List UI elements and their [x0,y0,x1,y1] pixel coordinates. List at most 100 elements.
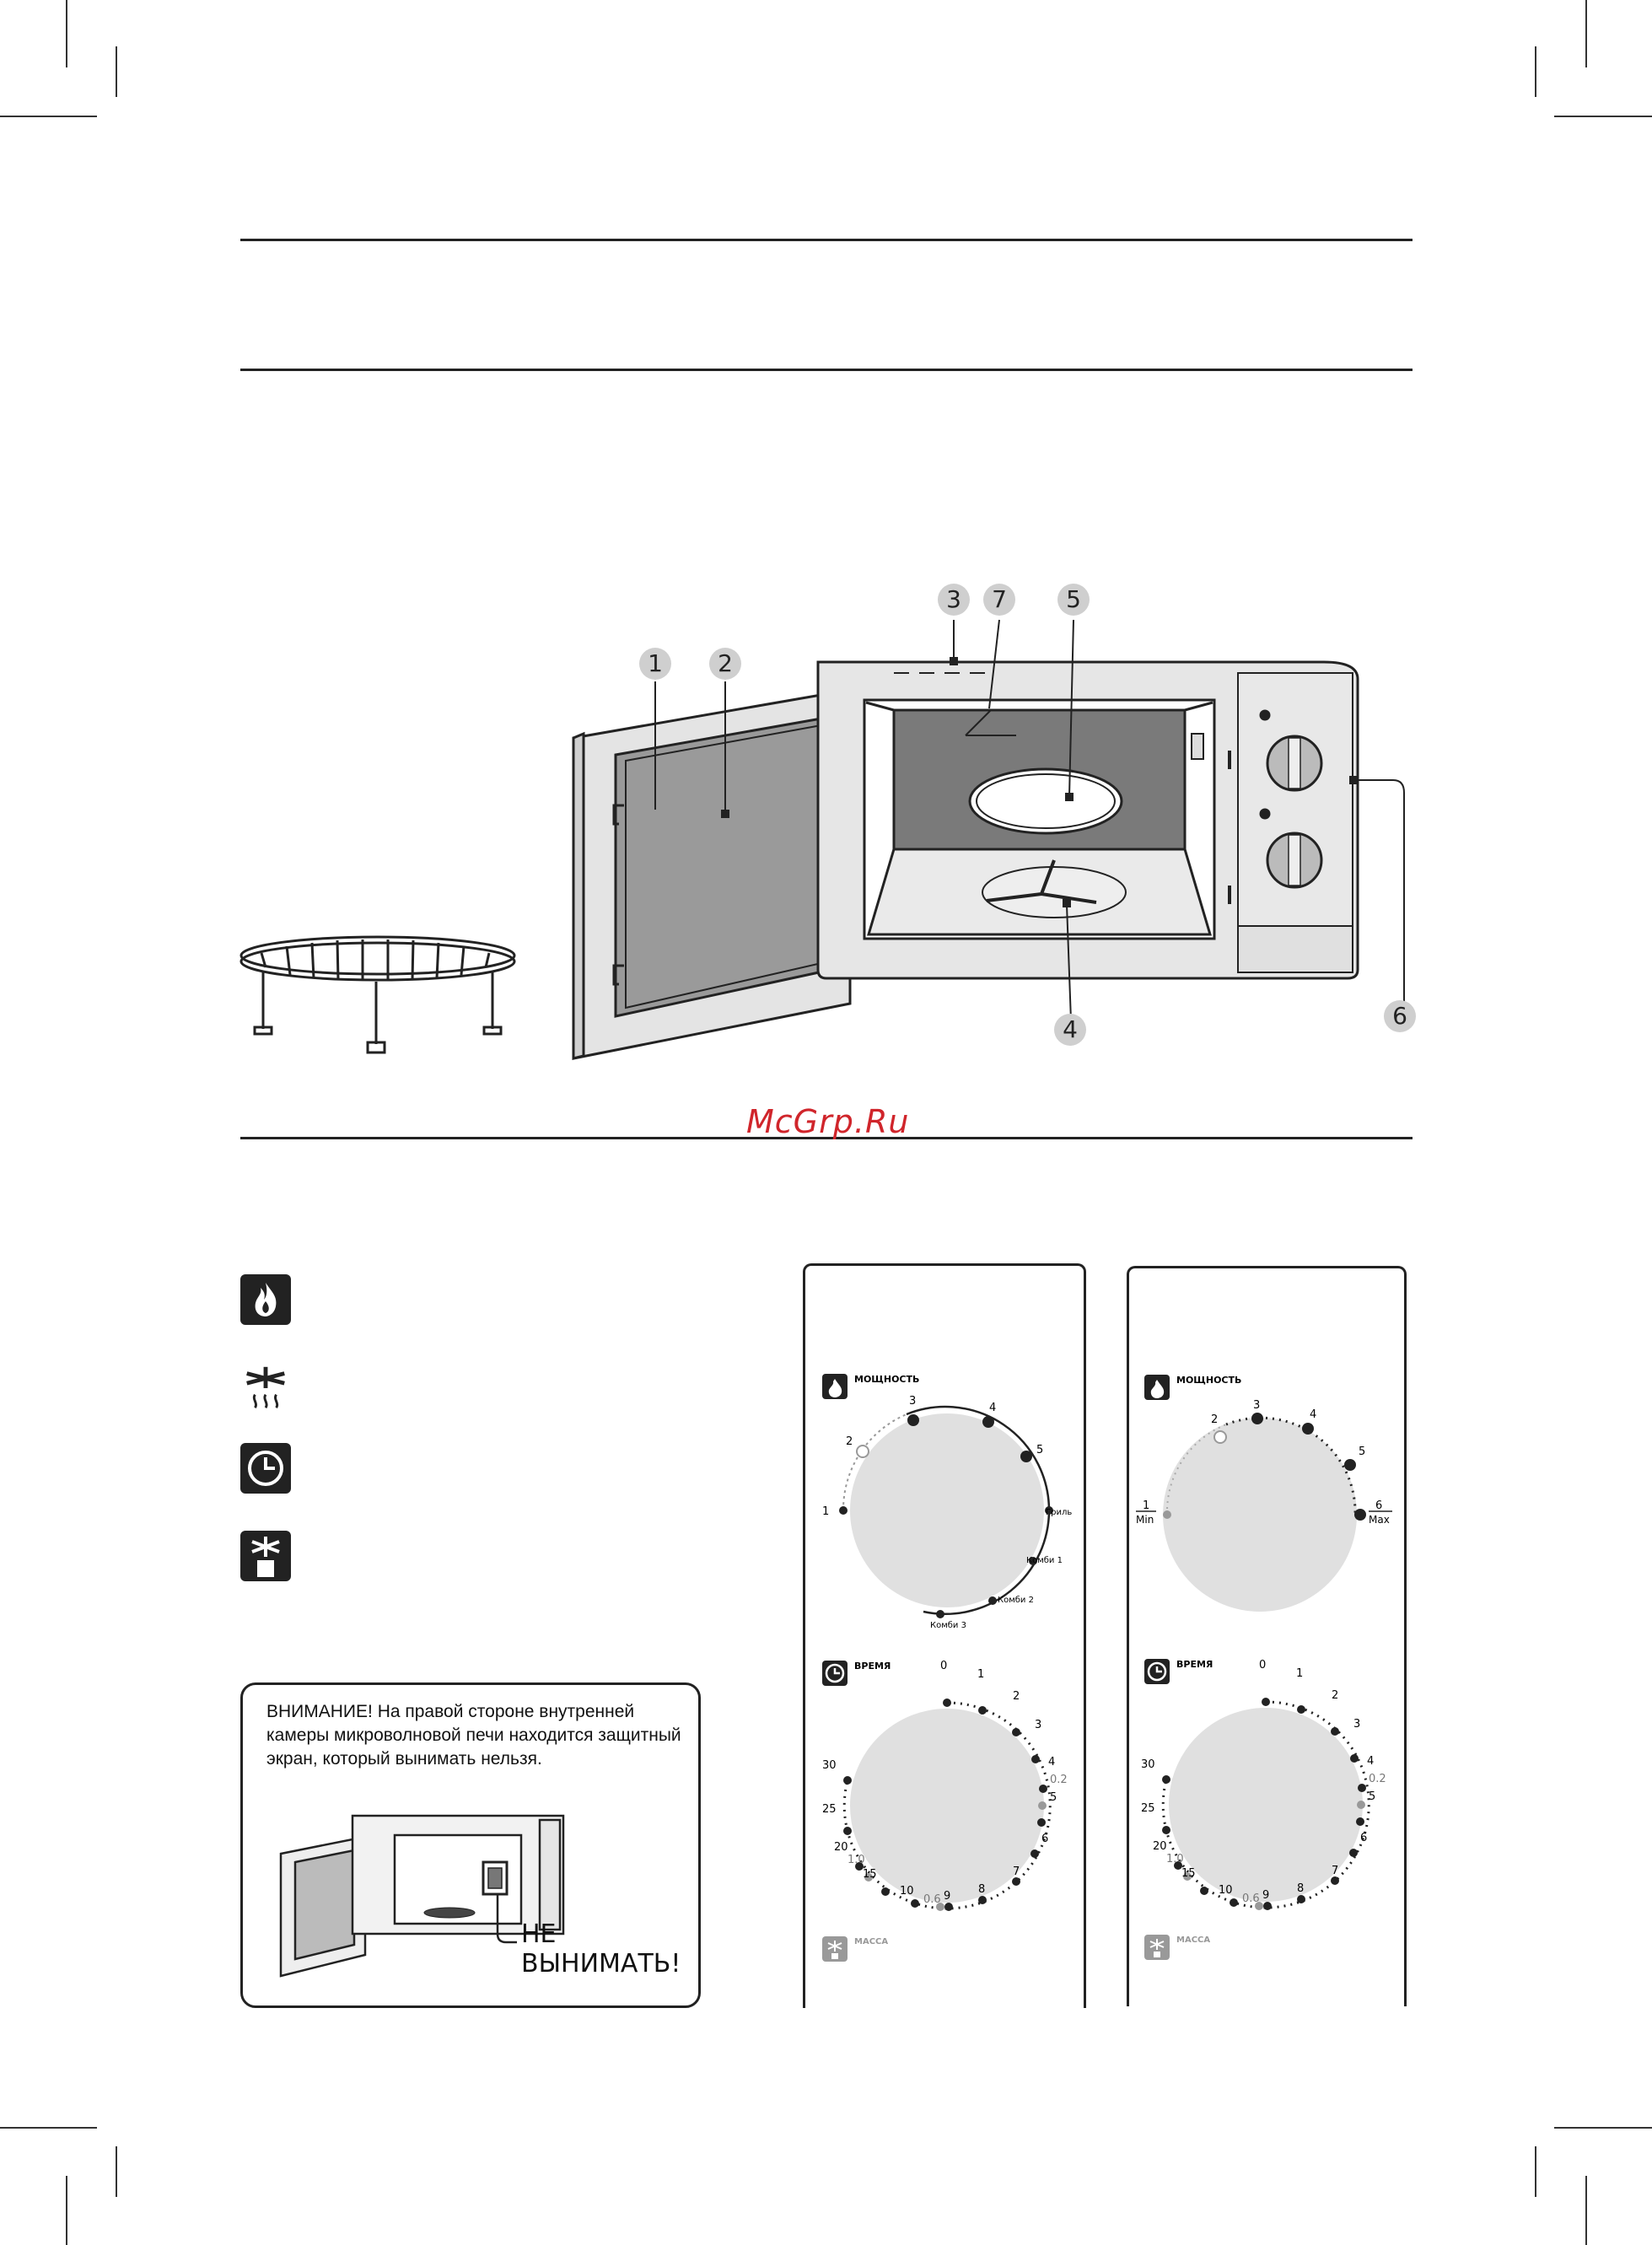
section-rule-top [240,239,1413,241]
watermark: McGrp.Ru [746,1103,910,1140]
power-label: 6 [1375,1499,1382,1512]
time-label: 1.0 [1166,1853,1184,1865]
crop-mark [66,2176,67,2245]
power-label: Min [1136,1514,1154,1526]
time-label: 15 [863,1868,877,1881]
power-label: 5 [1359,1446,1365,1458]
crop-mark [116,2146,117,2197]
defrost-icon [240,1362,291,1413]
weight-title: МАССА [854,1937,888,1946]
weight-defrost-icon [240,1531,291,1581]
time-label: 15 [1181,1867,1196,1880]
time-label: 8 [978,1883,985,1896]
control-panel-left: МОЩНОСТЬ 1 2 3 4 5 Гриль Комби 1 Комби 2… [803,1263,1086,2008]
time-dial-right: ВРЕМЯ 0 1 2 3 4 0.2 5 6 7 8 9 0.6 10 15 [1141,1659,1386,1910]
power-dial-right: МОЩНОСТЬ 1 Min 2 3 4 5 6 Max [1136,1375,1392,1612]
power-label: 4 [1310,1408,1316,1421]
callout-2: 2 [709,648,741,680]
time-label: 5 [1369,1790,1375,1803]
time-title: ВРЕМЯ [1176,1659,1213,1670]
door [572,688,852,1060]
crop-mark [0,116,97,117]
power-label: 5 [1036,1444,1043,1456]
grill-rack [239,935,516,1054]
weight-indicator-left: МАССА [822,1936,888,1962]
crop-mark [116,46,117,97]
crop-mark [1585,2176,1587,2245]
time-label: 9 [944,1890,950,1903]
power-dial-left: МОЩНОСТЬ 1 2 3 4 5 Гриль Комби 1 Комби 2… [822,1374,1072,1630]
callout-6: 6 [1384,1000,1416,1032]
time-label: 4 [1367,1755,1374,1768]
time-label: 0 [1259,1659,1266,1672]
callout-4: 4 [1054,1014,1086,1046]
time-label: 10 [900,1885,914,1898]
time-knob [850,1709,1044,1903]
power-label: 3 [909,1395,916,1408]
time-label: 1 [1296,1667,1303,1680]
section-rule-2 [240,369,1413,371]
time-label: 20 [834,1841,848,1854]
power-knob [850,1413,1044,1607]
time-label: 25 [1141,1802,1155,1815]
crop-mark [1535,2146,1536,2197]
time-label: 4 [1048,1756,1055,1769]
power-label: 4 [989,1402,996,1414]
time-dial-left: ВРЕМЯ 0 1 2 3 4 0.2 5 6 7 8 9 0.6 10 15 [822,1660,1068,1911]
time-label: 7 [1013,1865,1020,1878]
crop-mark [1585,0,1587,67]
callout-5: 5 [1057,584,1090,616]
time-title: ВРЕМЯ [854,1661,891,1672]
time-label: 3 [1035,1719,1041,1731]
time-label: 0 [940,1660,947,1672]
warning-illustration [279,1814,565,1978]
time-knob [1169,1708,1363,1902]
power-label: Комби 3 [930,1621,966,1630]
crop-mark [1535,46,1536,97]
time-label: 6 [1041,1833,1048,1845]
time-label: 0.6 [1242,1892,1260,1905]
callout-1: 1 [639,648,671,680]
warning-label: НЕ ВЫНИМАТЬ! [521,1919,681,1979]
time-label: 20 [1153,1840,1167,1853]
power-knob [1163,1418,1357,1612]
crop-mark [66,0,67,67]
section-rule-3 [240,1137,1413,1139]
microwave-illustration [239,619,1405,1060]
power-title: МОЩНОСТЬ [854,1374,919,1385]
time-label: 1 [977,1668,984,1681]
time-label: 7 [1332,1865,1338,1877]
time-label: 2 [1013,1690,1020,1703]
time-label: 0.2 [1050,1774,1068,1786]
warning-box: ВНИМАНИЕ! На правой стороне внутренней к… [240,1682,701,2008]
weight-indicator-right: МАССА [1144,1935,1210,1960]
microwave-body [816,660,1359,980]
time-label: 0.2 [1369,1773,1386,1785]
power-label: 2 [846,1435,853,1448]
time-label: 6 [1360,1832,1367,1844]
crop-mark [1554,2127,1652,2129]
power-label: Комби 2 [998,1596,1034,1605]
warning-text: ВНИМАНИЕ! На правой стороне внутренней к… [266,1702,681,1769]
time-label: 5 [1050,1791,1057,1804]
power-label: Гриль [1046,1508,1072,1517]
time-label: 30 [822,1759,837,1772]
time-label: 1.0 [848,1854,865,1866]
time-label: 9 [1262,1889,1269,1902]
time-label: 25 [822,1803,837,1816]
time-label: 3 [1353,1718,1360,1731]
callout-3: 3 [938,584,970,616]
time-label: 2 [1332,1689,1338,1702]
weight-title: МАССА [1176,1935,1210,1945]
power-label: Комби 1 [1026,1556,1063,1565]
power-label: 1 [822,1505,829,1518]
power-title: МОЩНОСТЬ [1176,1375,1241,1386]
power-label: 3 [1253,1399,1260,1412]
flame-icon [240,1274,291,1325]
power-label: 2 [1211,1413,1218,1426]
control-panel-right: МОЩНОСТЬ 1 Min 2 3 4 5 6 Max ВРЕМЯ [1127,1266,1407,2006]
time-label: 0.6 [923,1893,941,1906]
power-label: 1 [1143,1499,1149,1512]
power-label: Max [1369,1514,1390,1526]
time-label: 10 [1219,1884,1233,1897]
